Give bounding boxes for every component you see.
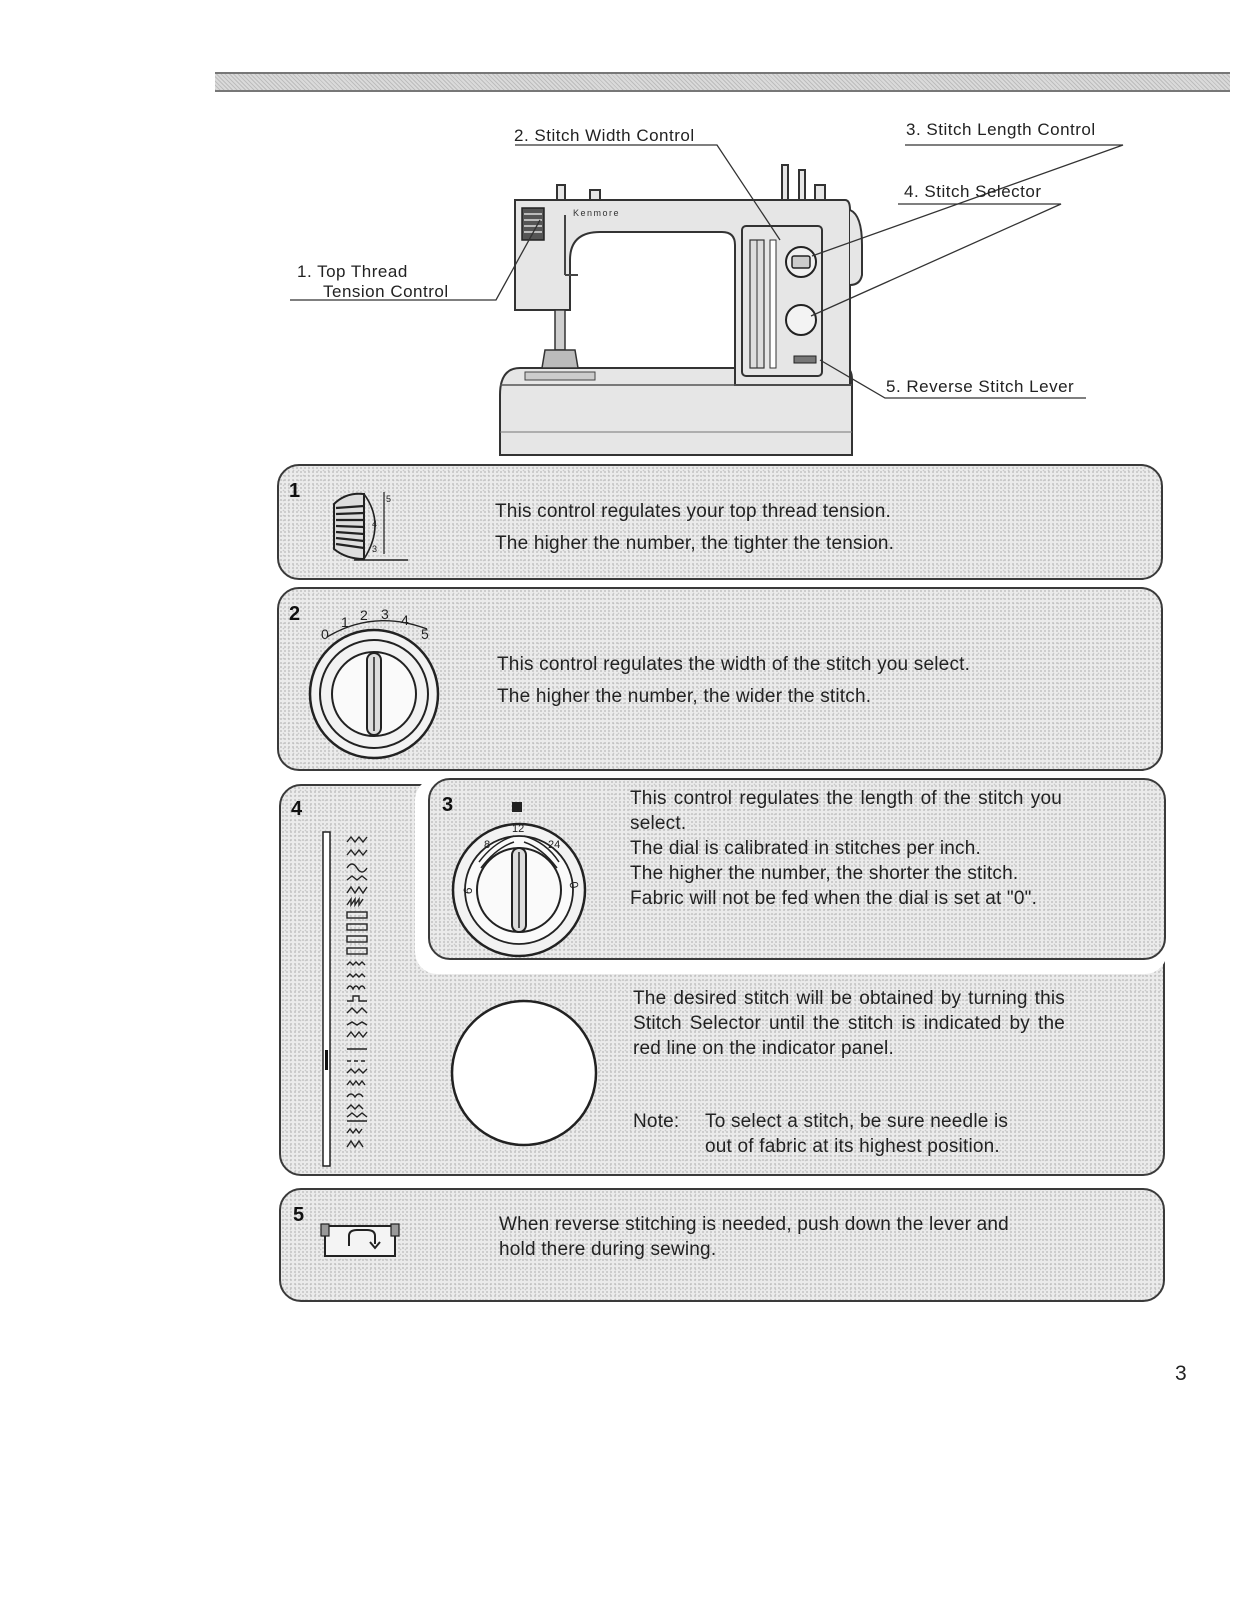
svg-text:5: 5 (421, 626, 429, 642)
panel-text: This control regulates the width of the … (497, 654, 971, 707)
tension-dial-icon: 5 4 3 (333, 492, 408, 561)
svg-text:0: 0 (321, 626, 329, 642)
note-label: Note: (633, 1111, 680, 1132)
sewing-machine-illustration: Kenmore (290, 144, 1124, 456)
svg-text:6: 6 (460, 886, 475, 895)
svg-text:12: 12 (512, 823, 524, 835)
svg-text:1: 1 (341, 614, 349, 630)
panel-number: 5 (293, 1204, 305, 1226)
panel-reverse-stitch: 5 When reverse stitching is needed, push… (279, 1188, 1165, 1302)
panel-text: The desired stitch will be obtained by t… (633, 988, 1065, 1059)
panel-number: 1 (289, 480, 301, 502)
svg-text:0: 0 (566, 880, 581, 889)
callout-stitch-selector: 4. Stitch Selector (904, 182, 1042, 201)
svg-text:8: 8 (484, 839, 490, 851)
panel-tension: 1 5 4 3 This control regulates your top … (277, 464, 1163, 580)
header-bar (215, 72, 1230, 92)
reverse-lever-icon (320, 1223, 400, 1257)
note: Note: To select a stitch, be sure needle… (633, 1111, 1009, 1157)
stitch-selector-dial (450, 999, 598, 1147)
callout-stitch-width: 2. Stitch Width Control (514, 126, 695, 145)
svg-text:3: 3 (372, 544, 377, 554)
panel-stitch-width: 2 0 1 2 3 4 5 This control regulates the… (277, 587, 1163, 771)
stitch-indicator-panel (322, 831, 368, 1167)
panel-number: 2 (289, 603, 301, 625)
callout-stitch-length: 3. Stitch Length Control (906, 120, 1096, 139)
page-number: 3 (1175, 1362, 1187, 1385)
panel-number: 4 (291, 798, 303, 820)
panel-stitch-length: 3 6 8 12 24 0 This control regulates the… (428, 778, 1166, 960)
panel-text: When reverse stitching is needed, push d… (499, 1214, 1009, 1260)
svg-text:5: 5 (386, 494, 391, 504)
width-dial-icon: 0 1 2 3 4 5 (308, 606, 440, 760)
svg-text:3: 3 (381, 606, 389, 622)
svg-text:4: 4 (401, 612, 409, 628)
callout-top-thread: 1. Top Thread Tension Control (297, 262, 449, 301)
panel-text: This control regulates the length of the… (630, 788, 1062, 909)
svg-text:2: 2 (360, 607, 368, 623)
panel-number: 3 (442, 794, 454, 816)
svg-text:4: 4 (372, 519, 377, 529)
svg-text:24: 24 (548, 839, 560, 851)
callout-reverse-lever: 5. Reverse Stitch Lever (886, 377, 1075, 396)
brand-label: Kenmore (573, 208, 620, 218)
length-dial-icon: 6 8 12 24 0 (451, 802, 587, 958)
panel-text: This control regulates your top thread t… (495, 501, 895, 554)
